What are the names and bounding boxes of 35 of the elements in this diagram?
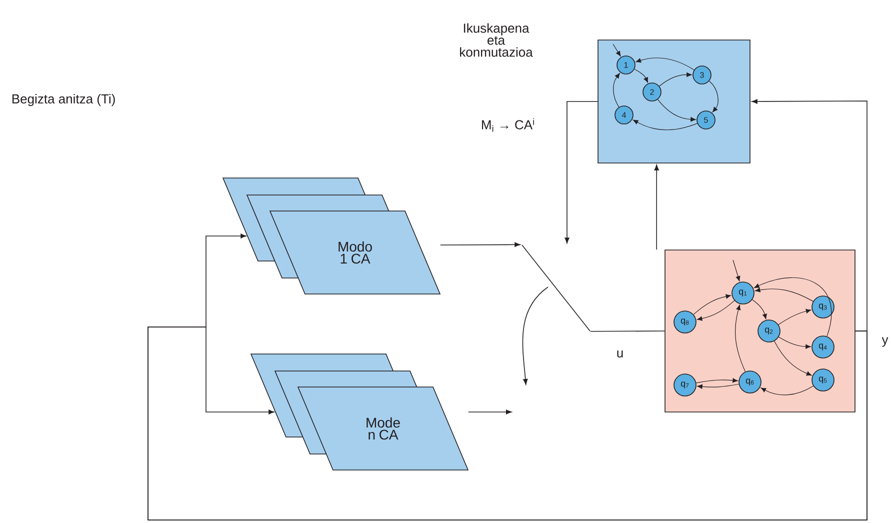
arrow	[613, 73, 620, 108]
arrow	[696, 300, 735, 321]
arrow	[634, 68, 648, 83]
arrow	[774, 340, 812, 376]
arrow	[778, 336, 811, 349]
arrow	[659, 72, 692, 86]
switch-drawing	[522, 244, 590, 332]
arrow	[654, 164, 659, 250]
arrow	[148, 326, 868, 520]
text-label: M$_{i}$ → CA$^{i}$	[482, 118, 534, 132]
arrow	[697, 384, 740, 389]
state-machine-box	[598, 40, 750, 164]
arrow	[778, 308, 812, 325]
arrow	[632, 120, 698, 130]
arrow	[440, 242, 520, 247]
arrow	[564, 101, 598, 244]
arrow	[657, 99, 696, 122]
text-label: y	[882, 337, 888, 347]
arrow	[752, 299, 767, 320]
text-label: Begizta anitza (Ti)	[12, 94, 115, 106]
connector-line	[590, 330, 665, 332]
arrow	[755, 288, 814, 302]
arrow	[735, 304, 746, 372]
text-label: Ikuskapena eta konmutazioa	[460, 23, 533, 57]
arrow	[468, 410, 512, 414]
arrow	[693, 294, 732, 315]
arrow	[708, 80, 718, 112]
arrow	[732, 260, 740, 282]
edge-label: u	[615, 350, 625, 358]
arrow	[696, 378, 738, 384]
arrow	[754, 277, 832, 337]
arrow	[636, 57, 694, 70]
arrow	[752, 99, 868, 332]
arrow	[612, 44, 621, 56]
arrow	[760, 386, 814, 396]
